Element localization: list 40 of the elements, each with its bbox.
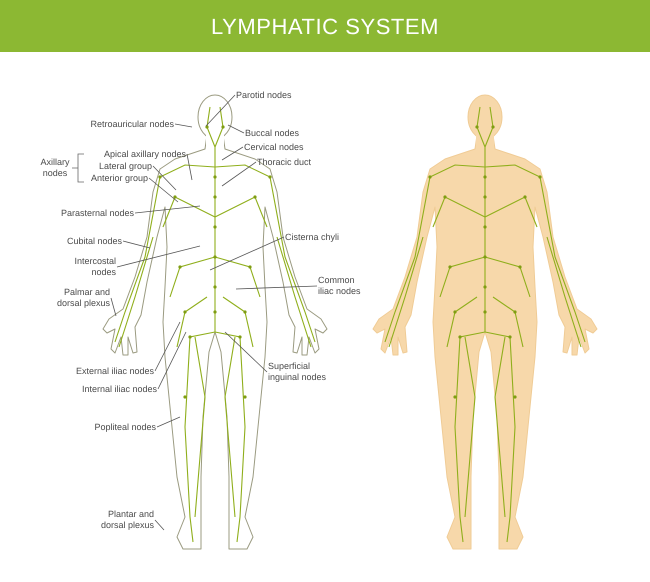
callout-label: Parotid nodes <box>236 89 298 101</box>
callout-label: Anterior group <box>80 172 148 184</box>
leader-line <box>210 236 284 270</box>
leader-line <box>174 124 192 128</box>
leader-line <box>236 286 318 290</box>
leader-line <box>206 94 236 126</box>
leader-line <box>154 520 164 530</box>
callout-label: Cubital nodes <box>56 235 122 247</box>
callout-label: Popliteal nodes <box>82 421 156 433</box>
leader-line <box>156 416 180 428</box>
callout-label: Retroauricular nodes <box>78 118 174 130</box>
leader-line <box>110 298 116 316</box>
callout-label: Thoracic duct <box>257 156 323 168</box>
leader-line <box>148 178 178 202</box>
leader-line <box>186 154 192 180</box>
group-label: Axillary nodes <box>39 157 70 179</box>
callout-label: Lateral group <box>90 160 152 172</box>
callout-label: Plantar and dorsal plexus <box>98 509 154 531</box>
leader-line <box>222 162 256 186</box>
leader-line <box>154 322 180 372</box>
callout-label: Superficial inguinal nodes <box>268 361 330 383</box>
callout-label: Parasternal nodes <box>48 207 134 219</box>
leader-line <box>122 240 150 248</box>
leader-line <box>222 146 244 160</box>
callout-label: Buccal nodes <box>245 127 305 139</box>
callout-label: Common iliac nodes <box>318 270 362 302</box>
leader-line <box>134 206 200 214</box>
callout-label: Cisterna chyli <box>285 231 355 243</box>
leader-line <box>116 246 200 268</box>
leader-line <box>228 124 244 134</box>
callout-label: Intercostal nodes <box>66 256 116 278</box>
callout-label: Palmar and dorsal plexus <box>56 282 110 314</box>
leader-line <box>224 332 268 372</box>
callout-label: Apical axillary nodes <box>96 148 186 160</box>
callout-label: Internal iliac nodes <box>70 383 157 395</box>
leader-line <box>158 332 186 390</box>
callout-label: External iliac nodes <box>64 365 154 377</box>
title: LYMPHATIC SYSTEM <box>210 12 439 40</box>
callout-label: Cervical nodes <box>244 141 310 153</box>
leader-line <box>152 166 176 190</box>
